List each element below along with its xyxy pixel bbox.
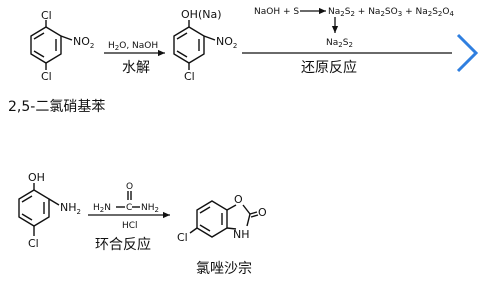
hydroxyl-label: OH bbox=[28, 171, 45, 184]
aminochlorophenol-structure: OH NH2 Cl bbox=[18, 171, 81, 250]
oxazole-bond bbox=[242, 204, 251, 215]
sulfide-preparation-products: Na2S2 + Na2SO3 + Na2S2O4 bbox=[328, 7, 454, 18]
hydrolysis-step-name: 水解 bbox=[122, 60, 150, 76]
amino-group-label: NH2 bbox=[60, 201, 81, 216]
double-bond bbox=[33, 32, 45, 40]
dichloronitrobenzene-structure: Cl NO2 Cl bbox=[30, 9, 94, 83]
oxazole-bond bbox=[246, 213, 251, 227]
chloronitrophenol-structure: OH(Na) NO2 Cl bbox=[173, 8, 237, 83]
reduction-step-name: 还原反应 bbox=[301, 59, 357, 76]
carbonyl-oxygen-label: O bbox=[258, 206, 267, 219]
oxazole-bond bbox=[226, 204, 237, 211]
sulfide-preparation-reactants: NaOH + S bbox=[254, 7, 299, 17]
double-bond bbox=[21, 213, 33, 221]
cyclization-catalyst: HCl bbox=[122, 221, 138, 231]
continue-arrow-icon bbox=[456, 33, 479, 73]
chlorine-top-label: Cl bbox=[41, 9, 52, 22]
substituent-bond bbox=[189, 227, 198, 234]
double-bond bbox=[176, 32, 188, 40]
carbonyl-double-bond bbox=[250, 214, 259, 218]
chlorzoxazone-structure: O O NH Cl bbox=[177, 193, 267, 244]
double-bond bbox=[33, 50, 45, 58]
ring-oxygen-label: O bbox=[234, 193, 243, 206]
nitro-group-label: NO2 bbox=[216, 35, 237, 50]
chlorine-bottom-label: Cl bbox=[41, 70, 52, 83]
substituent-bond bbox=[60, 35, 73, 41]
double-bond bbox=[21, 195, 33, 203]
chlorine-label: Cl bbox=[28, 237, 39, 250]
urea-left-amino-label: H2N bbox=[93, 203, 111, 214]
hydrolysis-reagents: H2O, NaOH bbox=[108, 41, 158, 52]
double-bond bbox=[176, 50, 188, 58]
substituent-bond bbox=[203, 35, 216, 41]
urea-carbon-label: C bbox=[126, 203, 132, 213]
chlorine-label: Cl bbox=[177, 231, 188, 244]
chlorine-label: Cl bbox=[184, 70, 195, 83]
urea-structure: H2N C NH2 O bbox=[93, 182, 159, 214]
double-bond bbox=[199, 206, 211, 214]
substituent-bond bbox=[48, 198, 60, 206]
nitro-group-label: NO2 bbox=[73, 35, 94, 50]
cyclization-step-name: 环合反应 bbox=[95, 236, 151, 253]
carbonyl-double-bond bbox=[249, 211, 258, 215]
urea-right-amino-label: NH2 bbox=[141, 203, 159, 214]
double-bond bbox=[199, 224, 211, 232]
starting-material-name: 2,5-二氯硝基苯 bbox=[8, 98, 105, 115]
hydroxyl-label: OH(Na) bbox=[181, 8, 222, 21]
oxazole-bond bbox=[226, 227, 237, 230]
product-name: 氯唑沙宗 bbox=[196, 261, 252, 277]
reductant-label: Na2S2 bbox=[326, 38, 353, 49]
urea-oxygen-label: O bbox=[126, 182, 133, 192]
ring-nh-label: NH bbox=[233, 228, 250, 241]
